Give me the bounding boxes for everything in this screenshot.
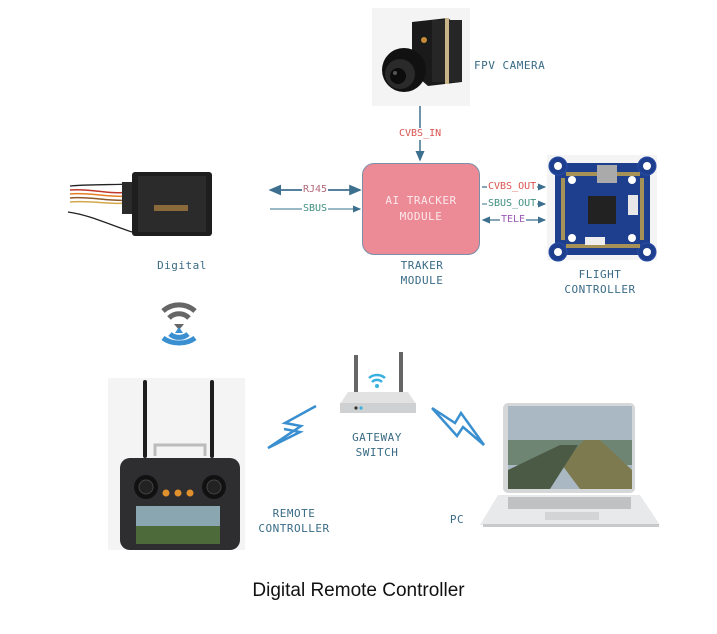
gateway-label-line1: GATEWAY — [352, 431, 402, 444]
fc-label-line2: CONTROLLER — [564, 283, 636, 296]
remote-controller-label: REMOTE CONTROLLER — [254, 506, 334, 536]
fc-label-line1: FLIGHT — [578, 268, 622, 281]
ai-tracker-module-box: AI TRACKER MODULE — [362, 163, 480, 255]
cvbs-in-label: CVBS_IN — [398, 128, 443, 140]
tele-label: TELE — [500, 214, 527, 226]
sbus-label: SBUS — [302, 203, 329, 215]
flight-controller-image — [547, 155, 657, 262]
flight-controller-label: FLIGHT CONTROLLER — [555, 267, 645, 297]
module-title-line1: AI TRACKER — [385, 194, 457, 207]
fpv-camera-label: FPV CAMERA — [474, 59, 546, 72]
tracker-caption-line2: MODULE — [400, 274, 444, 287]
digital-label: Digital — [157, 259, 207, 272]
digital-receiver-image — [67, 172, 212, 236]
wireless-signal-icon — [161, 302, 197, 346]
gateway-label-line2: SWITCH — [355, 446, 399, 459]
gateway-router-image — [340, 352, 416, 413]
gateway-switch-label: GATEWAY SWITCH — [340, 430, 414, 460]
pc-label: PC — [449, 513, 465, 526]
remote-controller-image — [108, 378, 245, 550]
pc-laptop-image — [480, 403, 660, 527]
lightning-right-icon — [431, 406, 486, 446]
cvbs-out-label: CVBS_OUT — [487, 181, 538, 193]
rj45-label: RJ45 — [302, 184, 329, 196]
tracker-caption-line1: TRAKER — [400, 259, 444, 272]
module-title-line2: MODULE — [399, 210, 443, 223]
tracker-module-caption: TRAKER MODULE — [380, 258, 464, 288]
rc-label-line1: REMOTE — [272, 507, 316, 520]
fpv-camera-image — [372, 8, 470, 106]
lightning-left-icon — [267, 404, 317, 450]
diagram-caption: Digital Remote Controller — [252, 580, 465, 601]
sbus-out-label: SBUS_OUT — [487, 198, 538, 210]
rc-label-line2: CONTROLLER — [258, 522, 330, 535]
